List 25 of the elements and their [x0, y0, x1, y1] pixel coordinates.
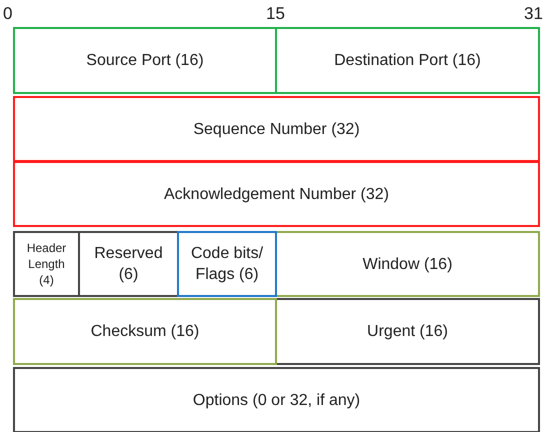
- header-field-box: [13, 231, 80, 297]
- field-label: Reserved (6): [93, 244, 164, 285]
- bit-position-label: 0: [3, 4, 12, 24]
- header-field-box: [13, 161, 540, 227]
- field-label: Code bits/ Flags (6): [190, 244, 264, 285]
- header-field-box: [275, 231, 540, 297]
- header-field-box: [13, 96, 540, 162]
- header-field-box: [13, 27, 277, 94]
- header-field-box: [275, 27, 540, 94]
- header-field-box: [177, 231, 277, 297]
- field-label: Options (0 or 32, if any): [192, 390, 360, 410]
- header-field-box: [13, 367, 540, 432]
- header-field-box: [13, 298, 277, 365]
- field-label: Window (16): [362, 254, 452, 274]
- field-label: Checksum (16): [90, 322, 200, 342]
- field-label: Acknowledgement Number (32): [164, 184, 389, 204]
- field-label: Source Port (16): [86, 51, 204, 71]
- header-field-box: [78, 231, 179, 297]
- bit-position-label: 15: [266, 4, 285, 24]
- bit-position-label: 31: [524, 4, 543, 24]
- field-label: Urgent (16): [367, 322, 448, 342]
- field-label: Header Length (4): [26, 240, 68, 288]
- header-field-box: [275, 298, 540, 365]
- field-label: Sequence Number (32): [193, 120, 360, 140]
- field-label: Destination Port (16): [334, 51, 481, 71]
